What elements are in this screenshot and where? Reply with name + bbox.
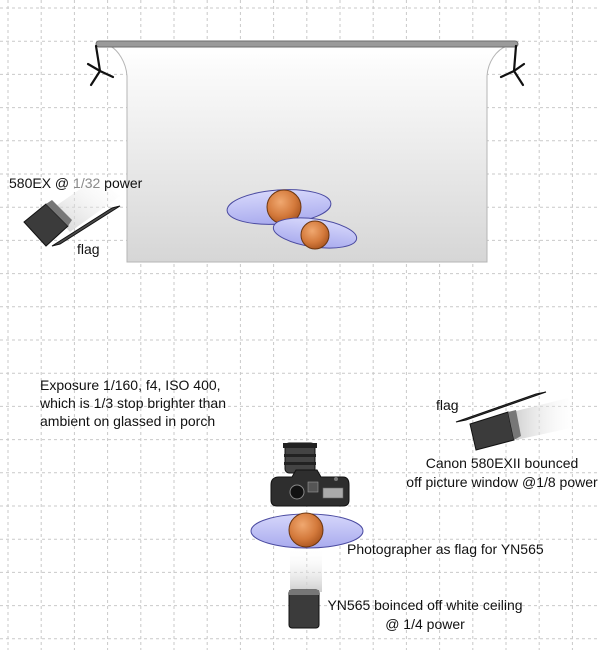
- exposure-line-3: ambient on glassed in porch: [40, 413, 216, 429]
- speedlight-flash-icon: [23, 200, 72, 247]
- flash-left-value: 1/32: [73, 175, 101, 191]
- photographer-label: Photographer as flag for YN565: [347, 541, 544, 557]
- flag-left-label: flag: [77, 241, 100, 257]
- flash-left-prefix: 580EX @: [9, 175, 74, 191]
- flash-right-line-2: off picture window @1/8 power: [406, 474, 598, 490]
- camera-icon: [270, 442, 350, 507]
- yn565-line-1: YN565 boinced off white ceiling: [327, 597, 523, 613]
- person-topdown-icon: [250, 512, 364, 549]
- light-beam: [512, 398, 580, 440]
- light-stand-icon: [499, 44, 526, 87]
- person-topdown-icon: [226, 189, 332, 225]
- paper-backdrop-icon: [95, 40, 519, 263]
- flag-panel-icon: [455, 391, 547, 423]
- flag-panel-icon: [51, 205, 121, 247]
- light-stand-icon: [86, 44, 115, 87]
- flash-right-line-1: Canon 580EXII bounced: [425, 455, 579, 471]
- flash-left-label: 580EX @ 1/32 power: [9, 175, 142, 192]
- exposure-line-2: which is 1/3 stop brighter than: [40, 395, 226, 411]
- exposure-line-1: Exposure 1/160, f4, ISO 400,: [40, 377, 221, 393]
- yn565-line-2: @ 1/4 power: [385, 616, 465, 632]
- speedlight-flash-icon: [288, 589, 320, 629]
- person-topdown-icon: [272, 217, 358, 250]
- flash-left-suffix: power: [100, 175, 143, 191]
- flag-right-label: flag: [436, 397, 459, 413]
- speedlight-flash-icon: [469, 410, 521, 451]
- light-beam: [290, 548, 322, 592]
